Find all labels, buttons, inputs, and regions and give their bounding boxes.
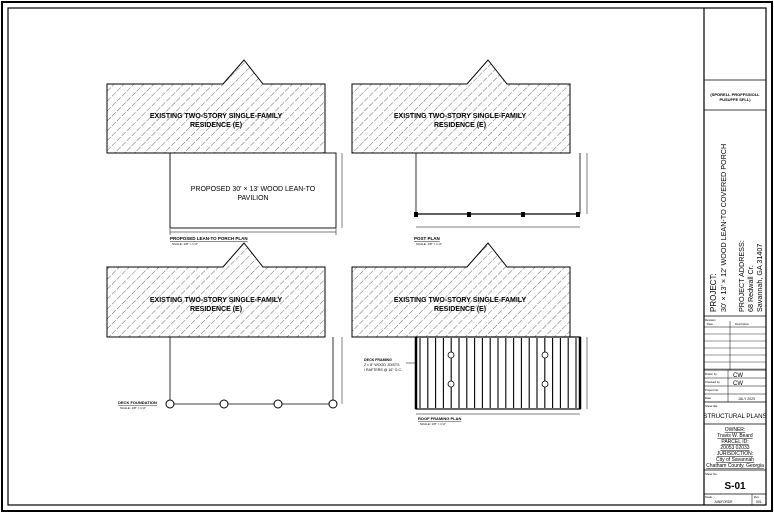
post-tag — [447, 380, 455, 388]
plan-roof-framing: EXISTING TWO-STORY SINGLE-FAMILY RESIDEN… — [351, 242, 588, 426]
revisions-label: Revision — [705, 318, 716, 322]
existing-house — [351, 242, 571, 338]
drawn-by-label: Drawn by — [705, 372, 717, 376]
rev-value: 001 — [756, 500, 762, 504]
plan4-title: ROOF FRAMING PLAN — [418, 416, 461, 421]
project-line1: PROJECT: — [709, 273, 718, 312]
jurisdiction-label: JURISDICTION: — [717, 451, 753, 457]
post-marker — [414, 212, 418, 217]
project-line2: 30' × 13' × 12' WOOD LEAN-TO COVERED POR… — [719, 144, 728, 312]
rev-label: Rev — [754, 495, 760, 499]
parcel-label: PARCEL ID: — [721, 439, 748, 445]
plan-deck-foundation: EXISTING TWO-STORY SINGLE-FAMILY RESIDEN… — [106, 242, 343, 410]
house-label-line2: RESIDENCE (E) — [190, 306, 242, 313]
address-line1: PROJECT ADDRESS: — [737, 240, 746, 312]
parcel: 20053 02033 — [720, 445, 749, 451]
jurisdiction-line1: City of Savannah — [716, 457, 754, 463]
existing-house — [106, 59, 326, 154]
plan-post: EXISTING TWO-STORY SINGLE-FAMILY RESIDEN… — [351, 59, 588, 246]
drawn-by: CW — [733, 373, 743, 379]
scale-value: JUNIFORDR — [714, 500, 733, 504]
date-label: Date — [705, 396, 711, 400]
checked-by-label: Checked by — [705, 380, 720, 384]
rev-date-col: Date — [707, 322, 713, 326]
house-label-line1: EXISTING TWO-STORY SINGLE-FAMILY — [394, 113, 527, 120]
plan1-scale: SCALE: 1/8" = 1'-0" — [172, 242, 198, 246]
house-label-line1: EXISTING TWO-STORY SINGLE-FAMILY — [150, 113, 283, 120]
post-tag — [541, 380, 549, 388]
address-line3: Savannah, GA 31407 — [755, 244, 764, 312]
house-label-line1: EXISTING TWO-STORY SINGLE-FAMILY — [150, 297, 283, 304]
plan4-scale: SCALE: 1/8" = 1'-0" — [420, 422, 446, 426]
existing-house — [351, 59, 571, 154]
plan3-title: DECK FOUNDATION — [118, 400, 157, 405]
plan2-title: POST PLAN — [414, 236, 440, 241]
plan1-title: PROPOSED LEAN-TO PORCH PLAN — [170, 236, 248, 241]
post-marker — [467, 212, 471, 217]
house-label-line2: RESIDENCE (E) — [190, 122, 242, 129]
seal-line1: (SPORELL PROFFSSIOLL — [710, 92, 760, 97]
post-tag — [541, 351, 549, 359]
sheet-title: STRUCTURAL PLANS — [703, 413, 766, 420]
plan3-scale: SCALE: 1/8" = 1'-0" — [120, 406, 146, 410]
sheet-no: S-01 — [724, 481, 746, 492]
post-tag — [447, 351, 455, 359]
jurisdiction-line2: Chatham County, Georgia — [706, 463, 764, 469]
title-block: (SPORELL PROFFSSIOLL PUSUFFE SFLL) PROJE… — [703, 8, 767, 505]
pavilion-outline — [169, 152, 337, 229]
checked-by: CW — [733, 381, 743, 387]
footing-marker — [328, 399, 338, 409]
house-label-line2: RESIDENCE (E) — [434, 306, 486, 313]
deck-joists — [419, 338, 577, 408]
revision-rows — [704, 333, 766, 370]
pavilion-label-line2: PAVILION — [237, 195, 268, 202]
date-value: JULY 2023 — [738, 397, 755, 401]
plan-lean-to-porch: EXISTING TWO-STORY SINGLE-FAMILY RESIDEN… — [106, 59, 343, 246]
deck-framing-line2: 2 × 8" WOOD JOISTS — [364, 363, 400, 367]
scale-label: Scale — [705, 495, 712, 499]
sheet-title-label: Sheet title — [705, 404, 718, 408]
post-marker — [576, 212, 580, 217]
pavilion-label-line1: PROPOSED 30' × 13' WOOD LEAN-TO — [191, 186, 316, 193]
project-no-label: Project No. — [705, 388, 719, 392]
rev-desc-col: Description — [735, 322, 749, 326]
address-line2: 68 Redwall Cr. — [746, 265, 755, 312]
drawing-frame — [7, 7, 767, 506]
footing-marker — [219, 399, 229, 409]
house-label-line2: RESIDENCE (E) — [434, 122, 486, 129]
owner: Travis W. Beard — [717, 433, 753, 439]
sheet-no-label: Sheet No. — [705, 472, 718, 476]
plan2-scale: SCALE: 1/8" = 1'-0" — [416, 242, 442, 246]
post-marker — [521, 212, 525, 217]
owner-label: OWNER: — [725, 427, 746, 433]
seal-line2: PUSUFFE SFLL) — [719, 97, 751, 102]
deck-framing-line1: DECK FRAMING — [364, 358, 392, 362]
deck-framing-line3: / RAFTERS @ 16" O.C. — [364, 368, 402, 372]
footing-marker — [273, 399, 283, 409]
footing-marker — [165, 399, 175, 409]
house-label-line1: EXISTING TWO-STORY SINGLE-FAMILY — [394, 297, 527, 304]
existing-house — [106, 242, 326, 338]
